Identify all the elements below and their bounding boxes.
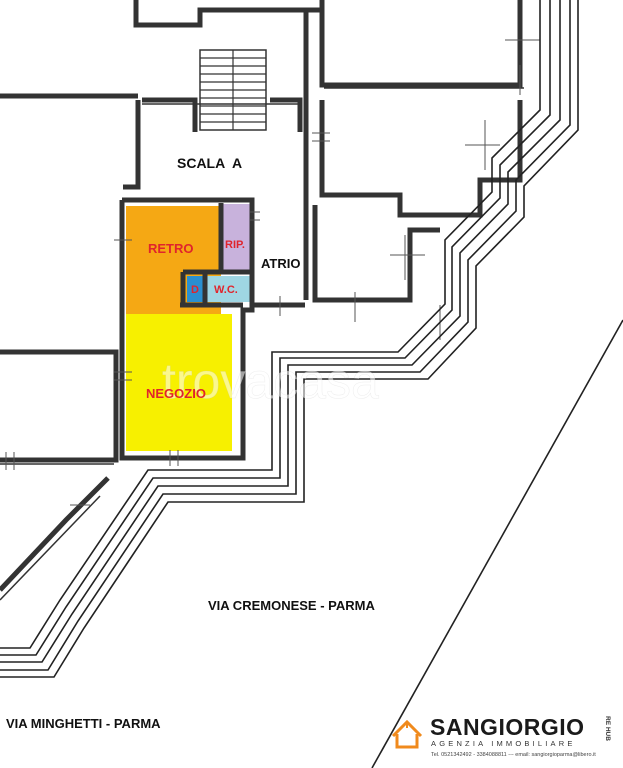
agency-logo: SANGIORGIO AGENZIA IMMOBILIARE Tel. 0521… [390,714,620,764]
label-via-minghetti: VIA MINGHETTI - PARMA [6,716,161,731]
watermark-text: trovacasa [162,353,379,409]
label-scala: SCALA A [177,155,242,171]
openings [5,39,540,506]
logo-name: SANGIORGIO [430,714,585,740]
label-wc: W.C. [214,284,238,296]
logo-side-text: RE HUB [604,716,611,741]
logo-subtitle: AGENZIA IMMOBILIARE [431,739,576,748]
label-retro: RETRO [148,241,194,256]
label-atrio: ATRIO [261,256,300,271]
room-d-fill [187,276,204,302]
thin-walls [0,49,524,601]
label-d: D [191,284,199,296]
label-rip: RIP. [225,239,245,251]
sidewalk-lines [0,0,579,678]
street-diagonal [371,319,623,768]
walls [0,0,523,592]
room-negozio-fill [126,314,232,451]
room-rip-fill [222,204,252,270]
label-via-cremonese: VIA CREMONESE - PARMA [208,598,375,613]
label-negozio: NEGOZIO [146,386,206,401]
house-logo-icon [391,719,423,749]
stairs [200,50,266,130]
logo-contact: Tel. 0521342492 - 3384088811 --- email: … [431,752,596,758]
room-wc-fill [206,276,252,302]
